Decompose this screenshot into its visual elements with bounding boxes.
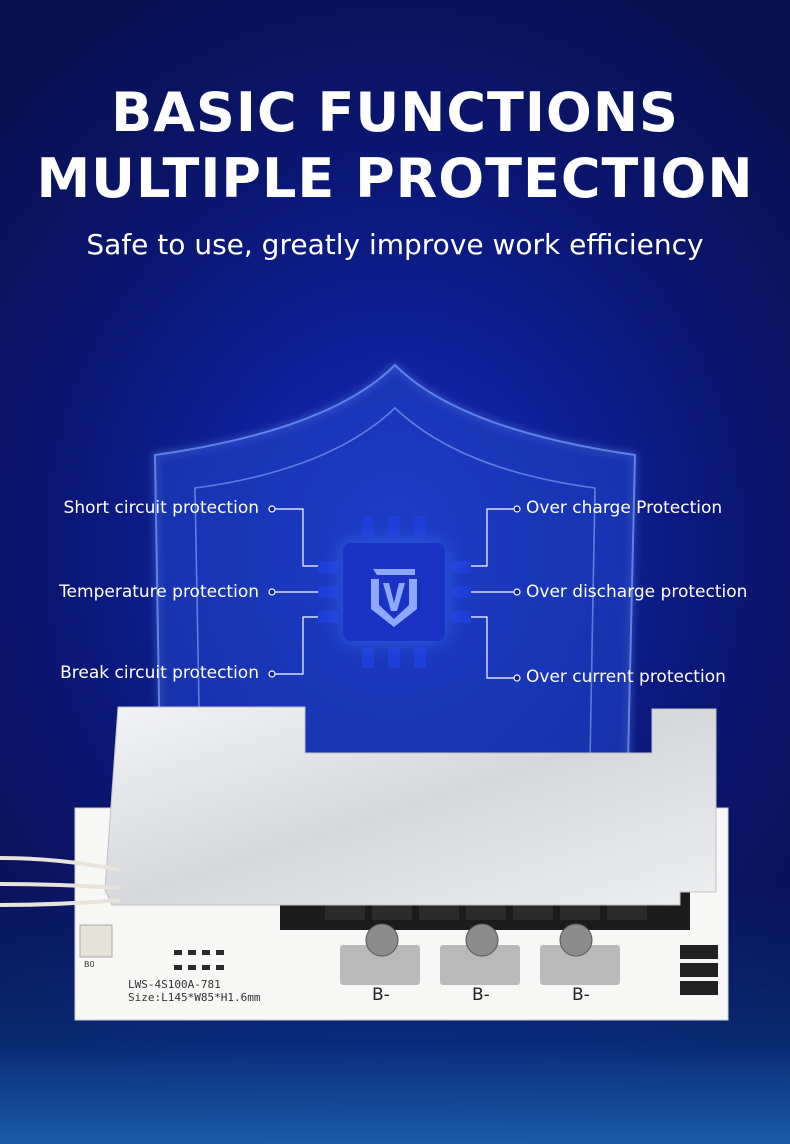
logo-icon	[371, 569, 417, 627]
chip-pin	[414, 648, 426, 668]
chip-icon	[343, 543, 445, 641]
label-over-current: Over current protection	[526, 667, 726, 687]
board-model-text: LWS-4S100A-781	[128, 978, 221, 991]
chip-pin	[318, 611, 338, 623]
title-line-2: MULTIPLE PROTECTION	[36, 147, 754, 210]
terminal-label-3: B-	[572, 985, 590, 1005]
label-temperature: Temperature protection	[59, 582, 259, 602]
chip-pin	[318, 586, 338, 598]
label-over-charge: Over charge Protection	[526, 498, 723, 518]
chip-pin	[451, 561, 471, 573]
terminal-label-1: B-	[372, 985, 390, 1005]
chip-pin	[388, 648, 400, 668]
label-short-circuit: Short circuit protection	[63, 498, 259, 518]
silkscreen-label: B0	[84, 960, 95, 969]
chip-pin	[318, 561, 338, 573]
label-over-discharge: Over discharge protection	[526, 582, 748, 602]
subtitle: Safe to use, greatly improve work effici…	[86, 228, 704, 261]
title-line-1: BASIC FUNCTIONS	[111, 81, 679, 144]
chip-pin	[362, 516, 374, 536]
chip-pin	[451, 586, 471, 598]
chip-pin	[414, 516, 426, 536]
chip-pin	[451, 611, 471, 623]
terminal-label-2: B-	[472, 985, 490, 1005]
chip-pin	[388, 516, 400, 536]
board-size-text: Size:L145*W85*H1.6mm	[128, 991, 261, 1004]
label-break-circuit: Break circuit protection	[60, 663, 259, 683]
chip-pin	[362, 648, 374, 668]
